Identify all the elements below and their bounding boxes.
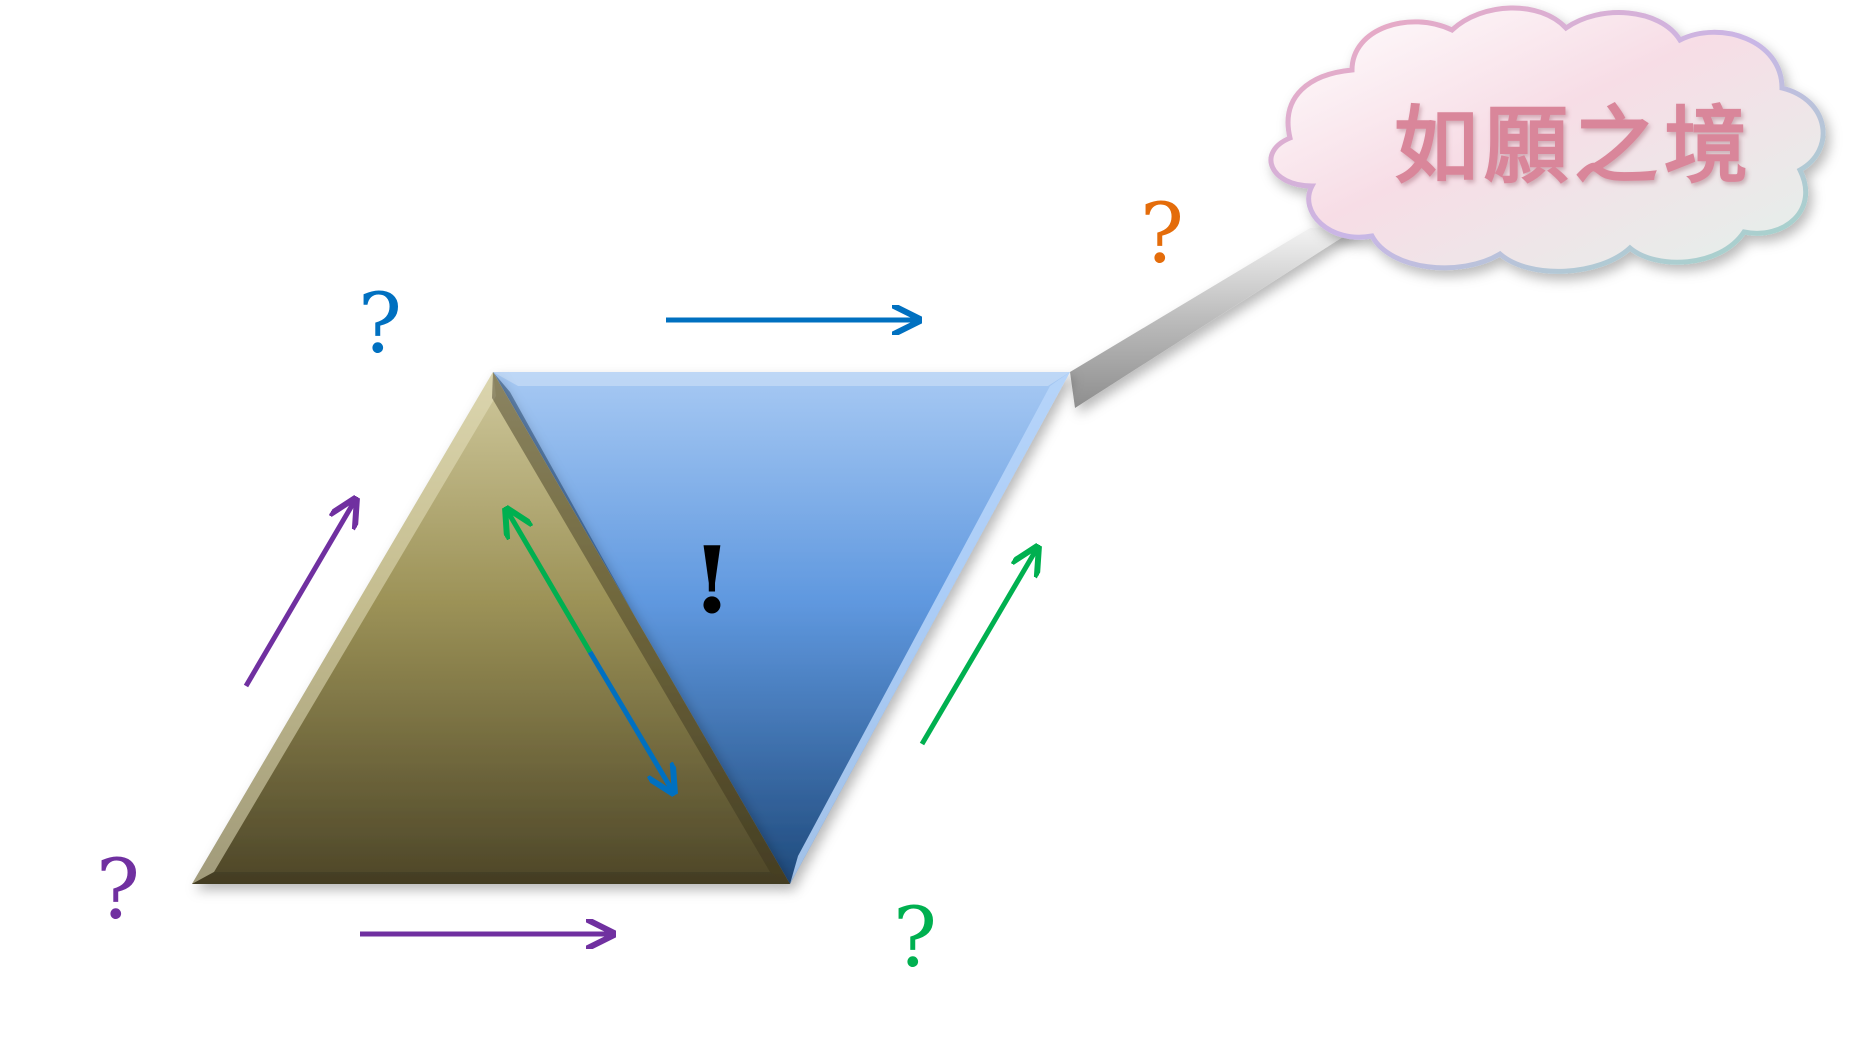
cloud-shape	[1268, 5, 1826, 274]
exclamation-mark: !	[692, 526, 732, 634]
arrow-right-green	[919, 550, 1036, 746]
arrow-inner-blue	[587, 650, 672, 790]
connector-beam	[1070, 226, 1360, 408]
olive-triangle	[192, 372, 790, 884]
question-mark-bottom-left: ?	[96, 843, 140, 938]
cloud-label: 如願之境	[1394, 96, 1754, 195]
arrow-inner-green	[508, 512, 593, 654]
arrow-left-purple	[243, 502, 354, 688]
question-mark-bottom-right: ?	[893, 891, 937, 986]
question-mark-top-left: ?	[358, 277, 402, 372]
question-mark-upper-right: ?	[1140, 187, 1184, 282]
